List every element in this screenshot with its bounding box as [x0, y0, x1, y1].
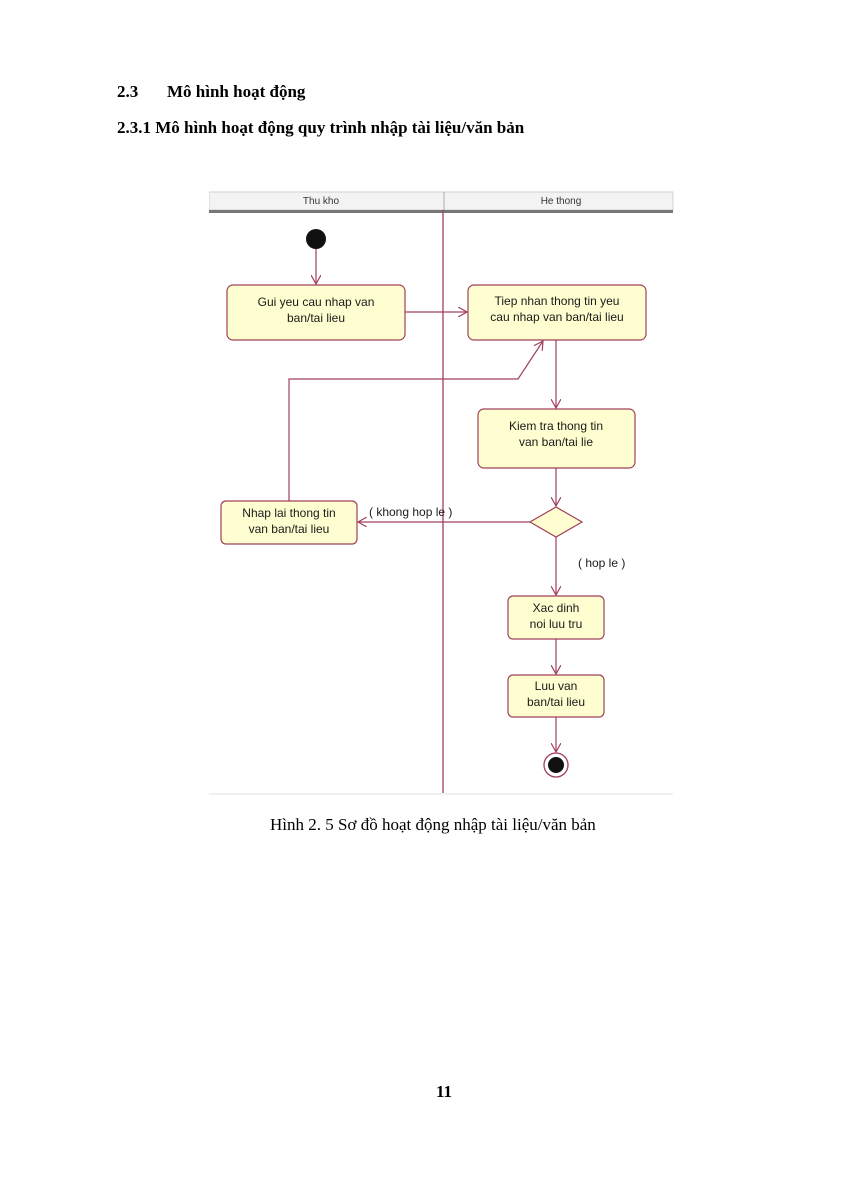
final-node [548, 757, 564, 773]
lane-label-thu-kho: Thu kho [303, 196, 340, 207]
section-heading: 2.3 Mô hình hoạt động [117, 82, 305, 102]
guard-valid: ( hop le ) [578, 556, 625, 570]
page-number: 11 [435, 1082, 453, 1101]
action-tiep-line2: cau nhap van ban/tai lieu [490, 310, 623, 324]
action-nhap-line1: Nhap lai thong tin [242, 506, 335, 520]
action-tiep-nhan [467, 284, 647, 341]
initial-node [306, 229, 326, 249]
section-title: Mô hình hoạt động [167, 82, 306, 101]
action-luu-line2: ban/tai lieu [527, 695, 585, 709]
action-gui-line1: Gui yeu cau nhap van [258, 295, 375, 309]
action-luu-line1: Luu van [535, 679, 578, 693]
figure-caption: Hình 2. 5 Sơ đồ hoạt động nhập tài liệu/… [270, 815, 596, 834]
action-xac-line2: noi luu tru [530, 617, 583, 631]
lane-header [209, 191, 674, 211]
activity-diagram: Thu kho He thong Gui yeu cau nhap van ba… [209, 191, 674, 795]
section-number: 2.3 [117, 82, 139, 101]
subsection-heading: 2.3.1 Mô hình hoạt động quy trình nhập t… [117, 118, 525, 137]
lane-header-rule [209, 210, 673, 213]
action-xac-line1: Xac dinh [533, 601, 580, 615]
action-kiem-line1: Kiem tra thong tin [509, 419, 603, 433]
decision-node [528, 506, 584, 538]
guard-invalid: ( khong hop le ) [369, 505, 452, 519]
action-kiem-line2: van ban/tai lie [519, 435, 593, 449]
edge-nhap-lai-tiep [288, 341, 543, 501]
action-gui-line2: ban/tai lieu [287, 311, 345, 325]
lane-label-he-thong: He thong [541, 196, 582, 207]
action-nhap-line2: van ban/tai lieu [249, 522, 330, 536]
action-tiep-line1: Tiep nhan thong tin yeu [495, 294, 620, 308]
